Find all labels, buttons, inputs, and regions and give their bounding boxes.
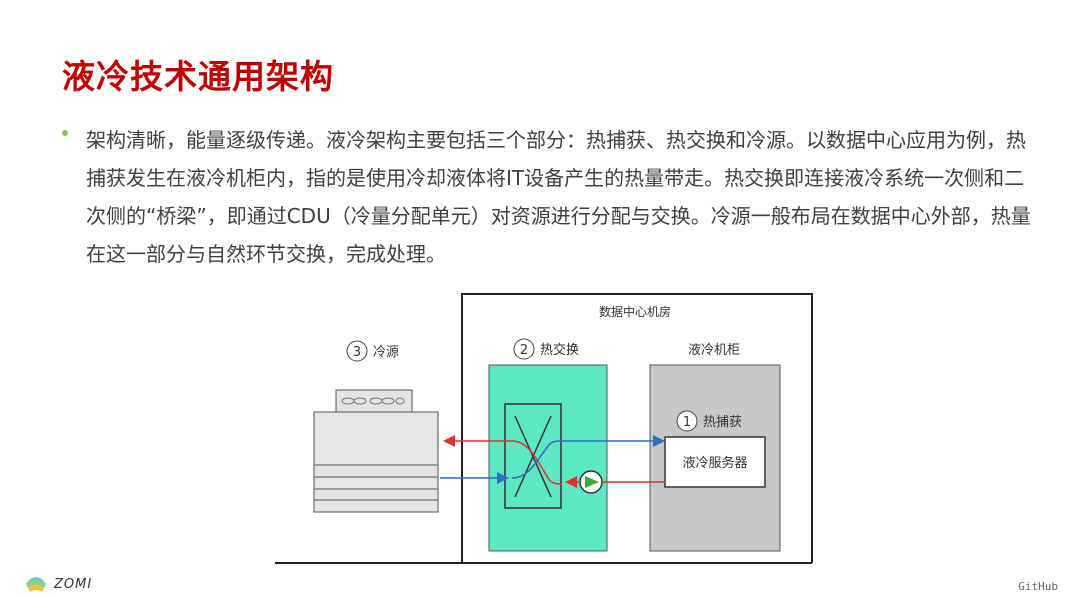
cold-source-label: 冷源 — [373, 345, 399, 360]
server-label: 液冷服务器 — [682, 455, 747, 471]
num-3-icon — [346, 340, 368, 362]
cooling-tower — [313, 389, 439, 513]
num-1: 1 — [683, 415, 691, 430]
num-3: 3 — [353, 345, 361, 360]
room-label: 数据中心机房 — [599, 304, 671, 319]
server-box — [664, 436, 766, 488]
bullet-dot — [62, 130, 68, 136]
cold-curve — [511, 440, 563, 479]
heat-capture-label: 热捕获 — [703, 414, 742, 430]
footer-brand: ZOMI — [54, 577, 93, 592]
data-center-room — [461, 293, 813, 563]
cabinet-label: 液冷机柜 — [688, 343, 740, 358]
heat-exchange-label: 热交换 — [540, 342, 579, 358]
body-paragraph: 架构清晰，能量逐级传递。液冷架构主要包括三个部分：热捕获、热交换和冷源。以数据中… — [86, 128, 1031, 266]
num-2: 2 — [520, 343, 528, 358]
slide-title: 液冷技术通用架构 — [62, 57, 334, 96]
zomi-logo-icon — [26, 577, 46, 592]
exchanger-x — [514, 415, 552, 498]
fan-icon — [341, 397, 405, 405]
hot-curve — [511, 440, 563, 485]
num-1-icon — [676, 410, 698, 432]
num-2-icon — [513, 338, 535, 360]
footer-github: GitHub — [1018, 580, 1058, 593]
